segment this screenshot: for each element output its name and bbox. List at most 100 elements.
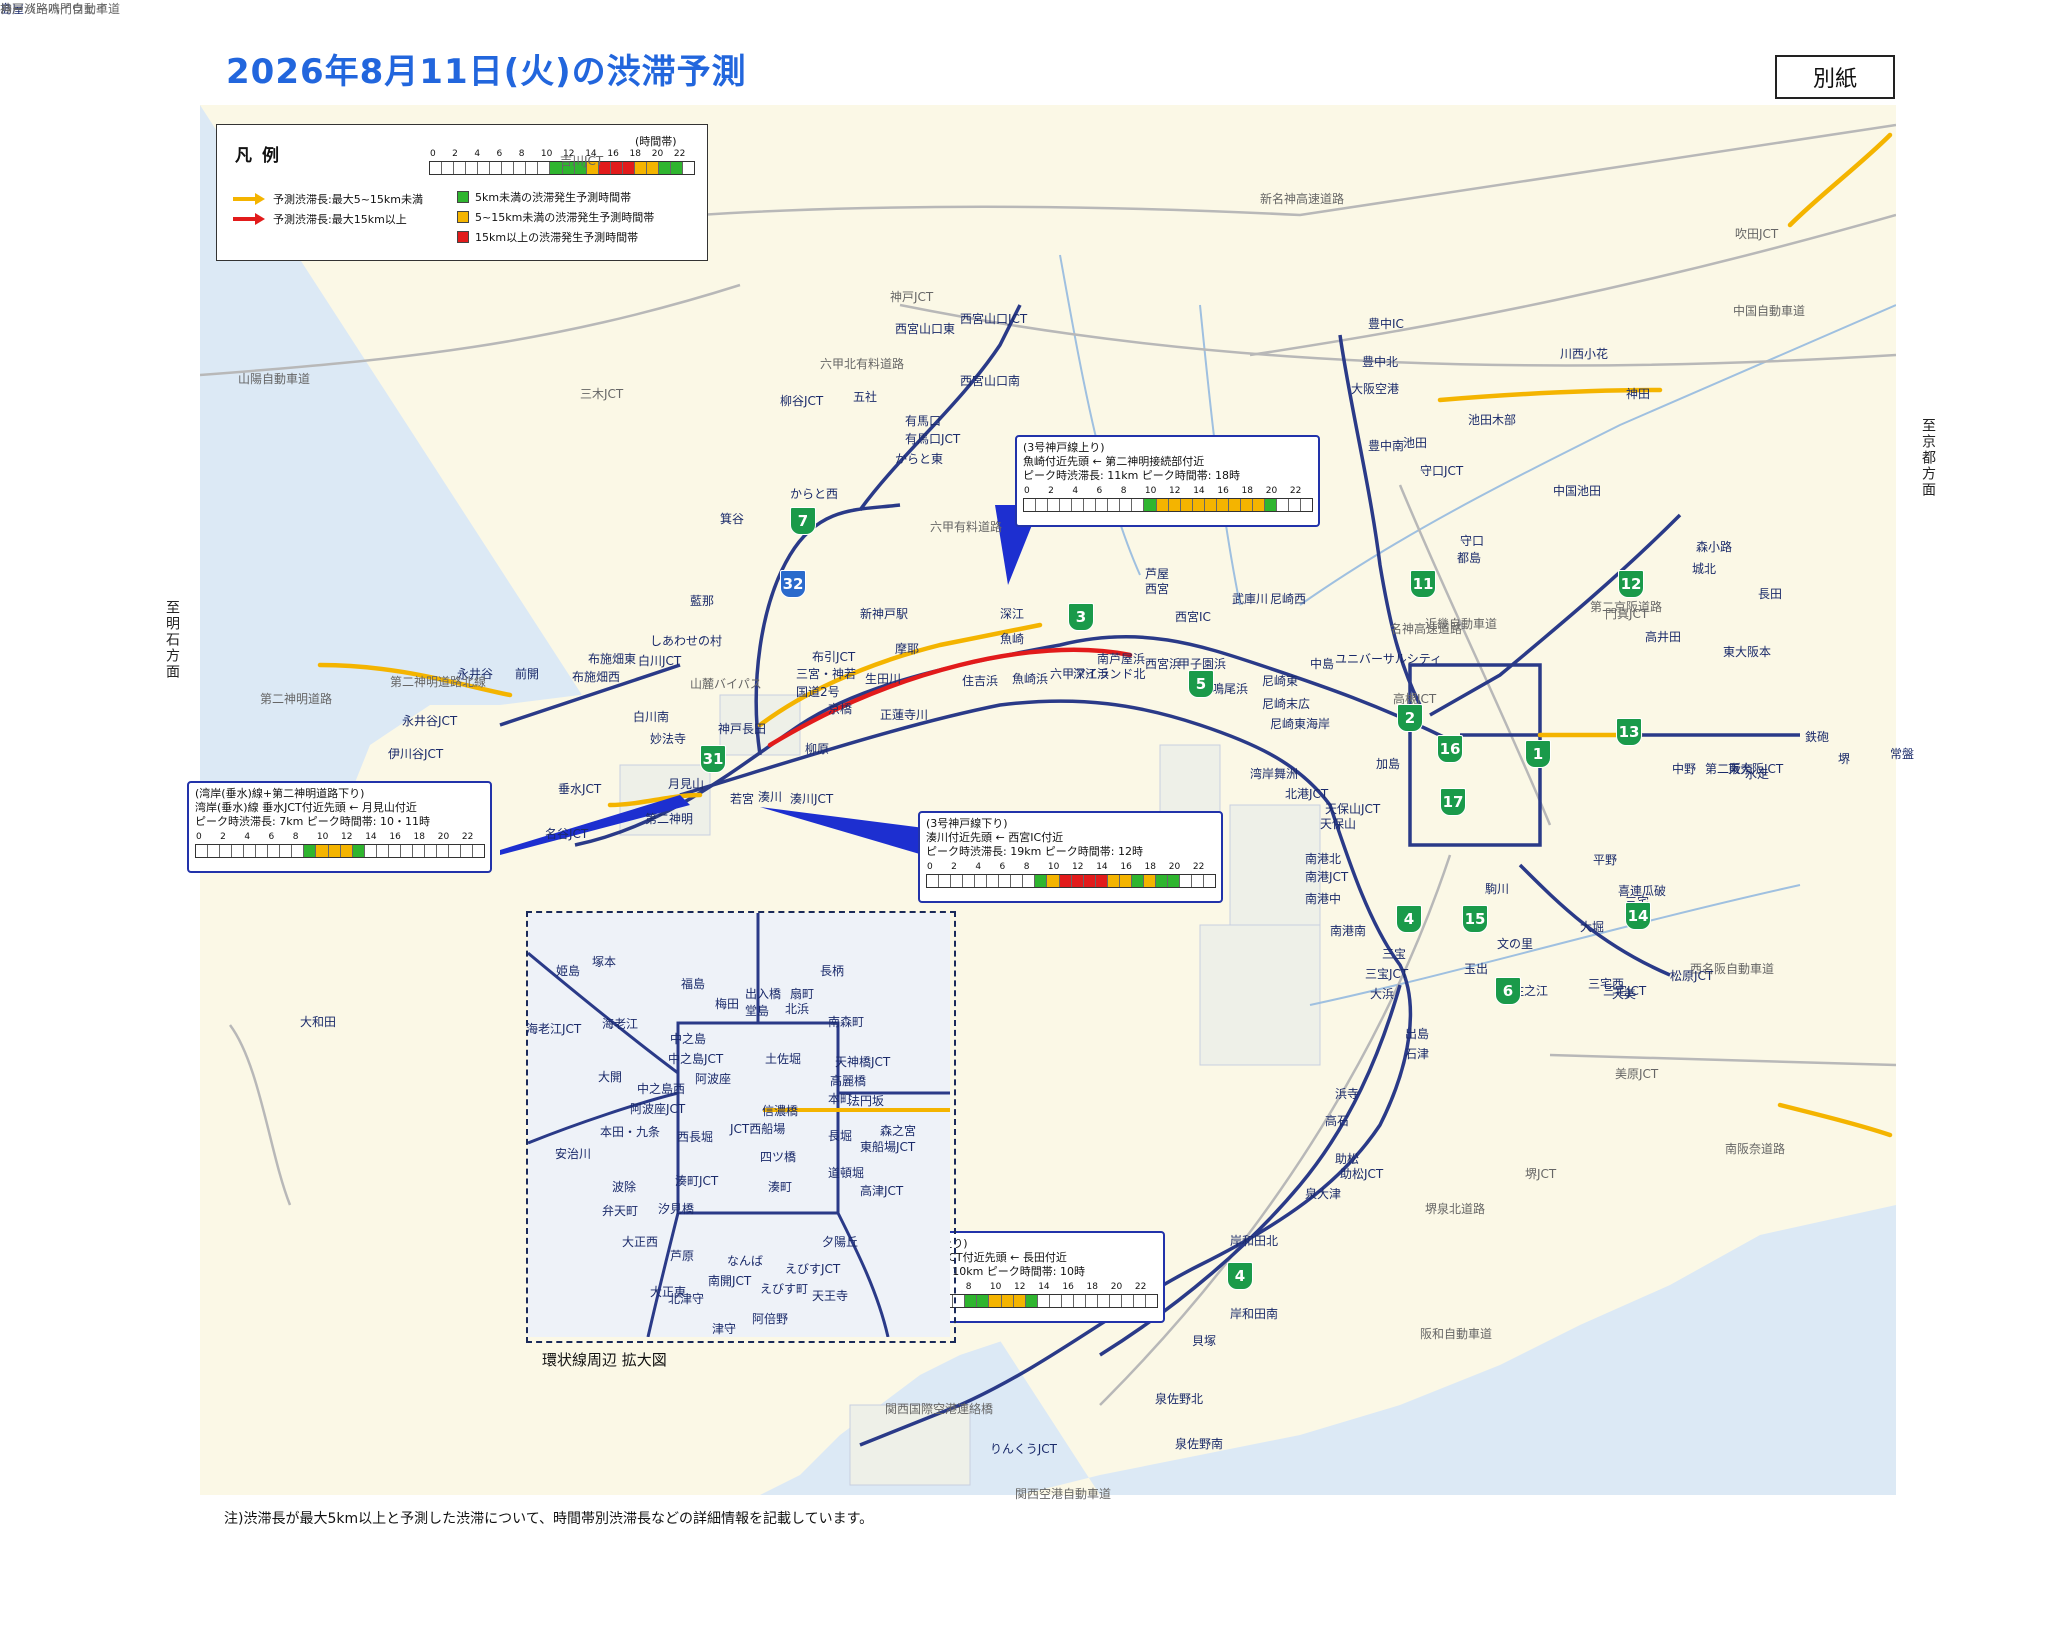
hour-cell <box>562 162 575 174</box>
map-place-label: 文の里 <box>1497 937 1534 951</box>
hour-cell <box>987 875 1000 887</box>
hour-cell <box>1047 875 1060 887</box>
map-place-label: 池田 <box>1403 436 1428 450</box>
hour-tick: 14 <box>585 149 597 159</box>
inset-place-label: 大正東 <box>650 1285 687 1299</box>
map-place-label: 柳谷JCT <box>780 394 824 408</box>
hour-tick: 6 <box>268 832 275 842</box>
hour-cell <box>1072 499 1085 511</box>
route-number-shield: 13 <box>1616 718 1642 746</box>
callout-route3-down: (3号神戸線下り) 湊川付近先頭 ← 西宮IC付近 ピーク時渋滞長: 19km … <box>918 811 1223 903</box>
red-square-icon <box>457 231 469 243</box>
inset-place-label: なんば <box>727 1254 764 1268</box>
map-place-label: 神戸淡路鳴門自動車道 <box>0 2 121 16</box>
map-place-label: 高槻JCT <box>1393 692 1437 706</box>
hour-cell <box>1108 499 1121 511</box>
route-ring <box>1408 663 1542 847</box>
legend-title: 凡例 <box>235 146 289 166</box>
map-place-label: 駒川 <box>1485 882 1510 896</box>
inset-place-label: 高津JCT <box>860 1184 904 1198</box>
map-place-label: 甲子園浜 <box>1178 657 1227 671</box>
jam-nanhanna <box>1777 1102 1893 1138</box>
hour-tick: 4 <box>975 862 982 872</box>
hour-tick: 0 <box>430 149 436 159</box>
inset-place-label: 信濃橋 <box>762 1104 799 1118</box>
map-place-label: 北港JCT <box>1285 787 1329 801</box>
map-place-label: 伊川谷JCT <box>388 747 444 761</box>
map-place-label: 第二阪奈 <box>1705 762 1754 776</box>
hour-tick: 10 <box>1144 486 1157 496</box>
hour-cell <box>364 845 377 857</box>
hour-cell <box>646 162 659 174</box>
inset-place-label: 安治川 <box>555 1147 592 1161</box>
inset-place-label: 湊町 <box>768 1180 793 1194</box>
hour-cell <box>1264 499 1277 511</box>
hour-cell <box>1143 875 1156 887</box>
hour-tick: 4 <box>474 149 481 159</box>
map-place-label: 中島 <box>1310 657 1335 671</box>
route-5-wangan <box>679 699 1413 1447</box>
hour-cell <box>208 845 221 857</box>
hour-tick: 2 <box>220 832 226 842</box>
hour-tick: 22 <box>1289 486 1302 496</box>
map-place-label: 白川南 <box>633 710 670 724</box>
map-place-label: 西宮山口JCT <box>960 312 1028 326</box>
map-place-label: 新神戸駅 <box>860 607 909 621</box>
awaji-island <box>200 805 380 1205</box>
map-place-label: 新名神高速道路 <box>1260 192 1345 206</box>
map-place-label: 堺 <box>1838 752 1851 766</box>
hour-cell <box>1156 499 1169 511</box>
hour-cell <box>586 162 599 174</box>
map-place-label: 第二神明 <box>645 812 694 826</box>
map-place-label: 美原JCT <box>1615 1067 1659 1081</box>
map-place-label: 水走 <box>1745 767 1770 781</box>
hour-cell <box>1109 1295 1122 1307</box>
inset-place-label: 北津守 <box>668 1292 705 1306</box>
inset-place-label: 中之島JCT <box>668 1052 724 1066</box>
route-number-shield: 15 <box>1462 905 1488 933</box>
hour-tick: 12 <box>1072 862 1084 872</box>
legend-yellow-square: 5~15km未満の渋滞発生予測時間帯 <box>457 209 654 225</box>
hour-cell <box>316 845 329 857</box>
hour-cell <box>340 845 353 857</box>
map-place-label: 魚崎浜 <box>1012 672 1049 686</box>
map-place-label: 有馬口 <box>905 414 942 428</box>
route-4-wangan-south <box>1099 984 1402 1357</box>
hour-cell <box>1024 499 1037 511</box>
map-place-label: 布引JCT <box>812 650 856 664</box>
legend-green-label: 5km未満の渋滞発生予測時間帯 <box>475 191 632 204</box>
map-place-label: 京橋 <box>828 702 853 716</box>
hour-tick: 16 <box>1217 486 1229 496</box>
map-place-label: 泉佐野南 <box>1175 1437 1224 1451</box>
inset-place-label: 塚本 <box>592 955 617 969</box>
map-place-label: からと西 <box>790 487 839 501</box>
route-31 <box>754 503 901 756</box>
map-place-label: 泉佐野北 <box>1155 1392 1204 1406</box>
map-place-label: 南港南 <box>1330 924 1367 938</box>
map-place-label: 都島 <box>1457 551 1482 565</box>
hour-cell <box>1037 1295 1050 1307</box>
map-place-label: 堺泉北道路 <box>1425 1202 1486 1216</box>
hour-cell <box>1071 875 1084 887</box>
map-place-label: 布施畑東 <box>588 652 637 666</box>
hour-cell <box>1252 499 1265 511</box>
route-number-shield: 3 <box>1068 603 1094 631</box>
inset-ring-map <box>526 911 956 1343</box>
hour-cell <box>1023 875 1036 887</box>
orange-arrow-icon <box>233 193 265 205</box>
route-number-shield: 5 <box>1188 670 1214 698</box>
map-place-label: 鉄砲 <box>1805 730 1830 744</box>
hour-tick: 22 <box>461 832 474 842</box>
hour-cell <box>1083 875 1096 887</box>
hour-tick: 12 <box>1169 486 1181 496</box>
hour-cell <box>951 875 964 887</box>
legend-red-label: 予測渋滞長:最大15km以上 <box>273 213 407 226</box>
hour-tick: 20 <box>1265 486 1278 496</box>
map-place-label: 三宝 <box>1382 947 1407 961</box>
map-place-label: ハーバーハイウェイ <box>0 2 108 16</box>
map-place-label: 芦屋 <box>1145 567 1170 581</box>
route-number-shield: 2 <box>1397 704 1423 732</box>
inset-place-label: 長堀 <box>828 1129 853 1143</box>
